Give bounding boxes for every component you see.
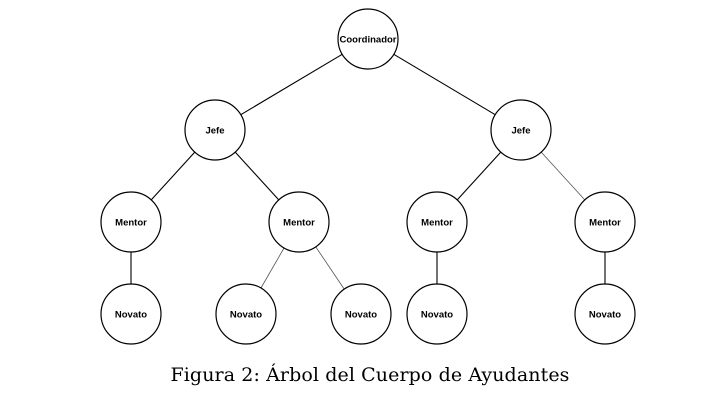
node-label: Jefe [511,126,530,137]
edge-jefe-2-to-mentor-3 [456,151,502,201]
node-label: Novato [589,310,621,321]
node-novato-1: Novato [100,283,162,345]
node-novato-3: Novato [330,283,392,345]
node-label: Mentor [589,218,621,229]
node-jefe-1: Jefe [184,99,246,161]
node-circle [406,191,468,253]
node-label: Mentor [283,218,315,229]
node-novato-5: Novato [574,283,636,345]
edge-jefe-1-to-mentor-2 [234,151,280,201]
node-circle [406,283,468,345]
edge-mentor-2-to-novato-2 [260,247,285,289]
node-label: Novato [345,310,377,321]
node-circle [215,283,277,345]
node-circle [100,191,162,253]
node-label: Jefe [205,126,224,137]
node-mentor-4: Mentor [574,191,636,253]
node-label: Novato [421,310,453,321]
node-circle [268,191,330,253]
node-label: Novato [230,310,262,321]
node-circle [100,283,162,345]
edge-coordinador-to-jefe-1 [240,53,343,116]
node-novato-4: Novato [406,283,468,345]
edge-mentor-2-to-novato-3 [315,246,345,290]
edge-jefe-1-to-mentor-1 [150,151,196,201]
node-jefe-2: Jefe [490,99,552,161]
figure-caption: Figura 2: Árbol del Cuerpo de Ayudantes [170,364,570,386]
node-novato-2: Novato [215,283,277,345]
node-circle [490,99,552,161]
node-label: Coordinador [340,35,397,46]
node-mentor-2: Mentor [268,191,330,253]
tree-edges [130,53,606,290]
node-coordinador: Coordinador [337,8,399,70]
node-label: Mentor [115,218,147,229]
node-circle [184,99,246,161]
node-circle [330,283,392,345]
node-label: Novato [115,310,147,321]
node-mentor-3: Mentor [406,191,468,253]
node-mentor-1: Mentor [100,191,162,253]
node-circle [574,191,636,253]
edge-jefe-2-to-mentor-4 [540,151,586,201]
node-label: Mentor [421,218,453,229]
edge-coordinador-to-jefe-2 [393,53,496,116]
node-circle [337,8,399,70]
node-circle [574,283,636,345]
